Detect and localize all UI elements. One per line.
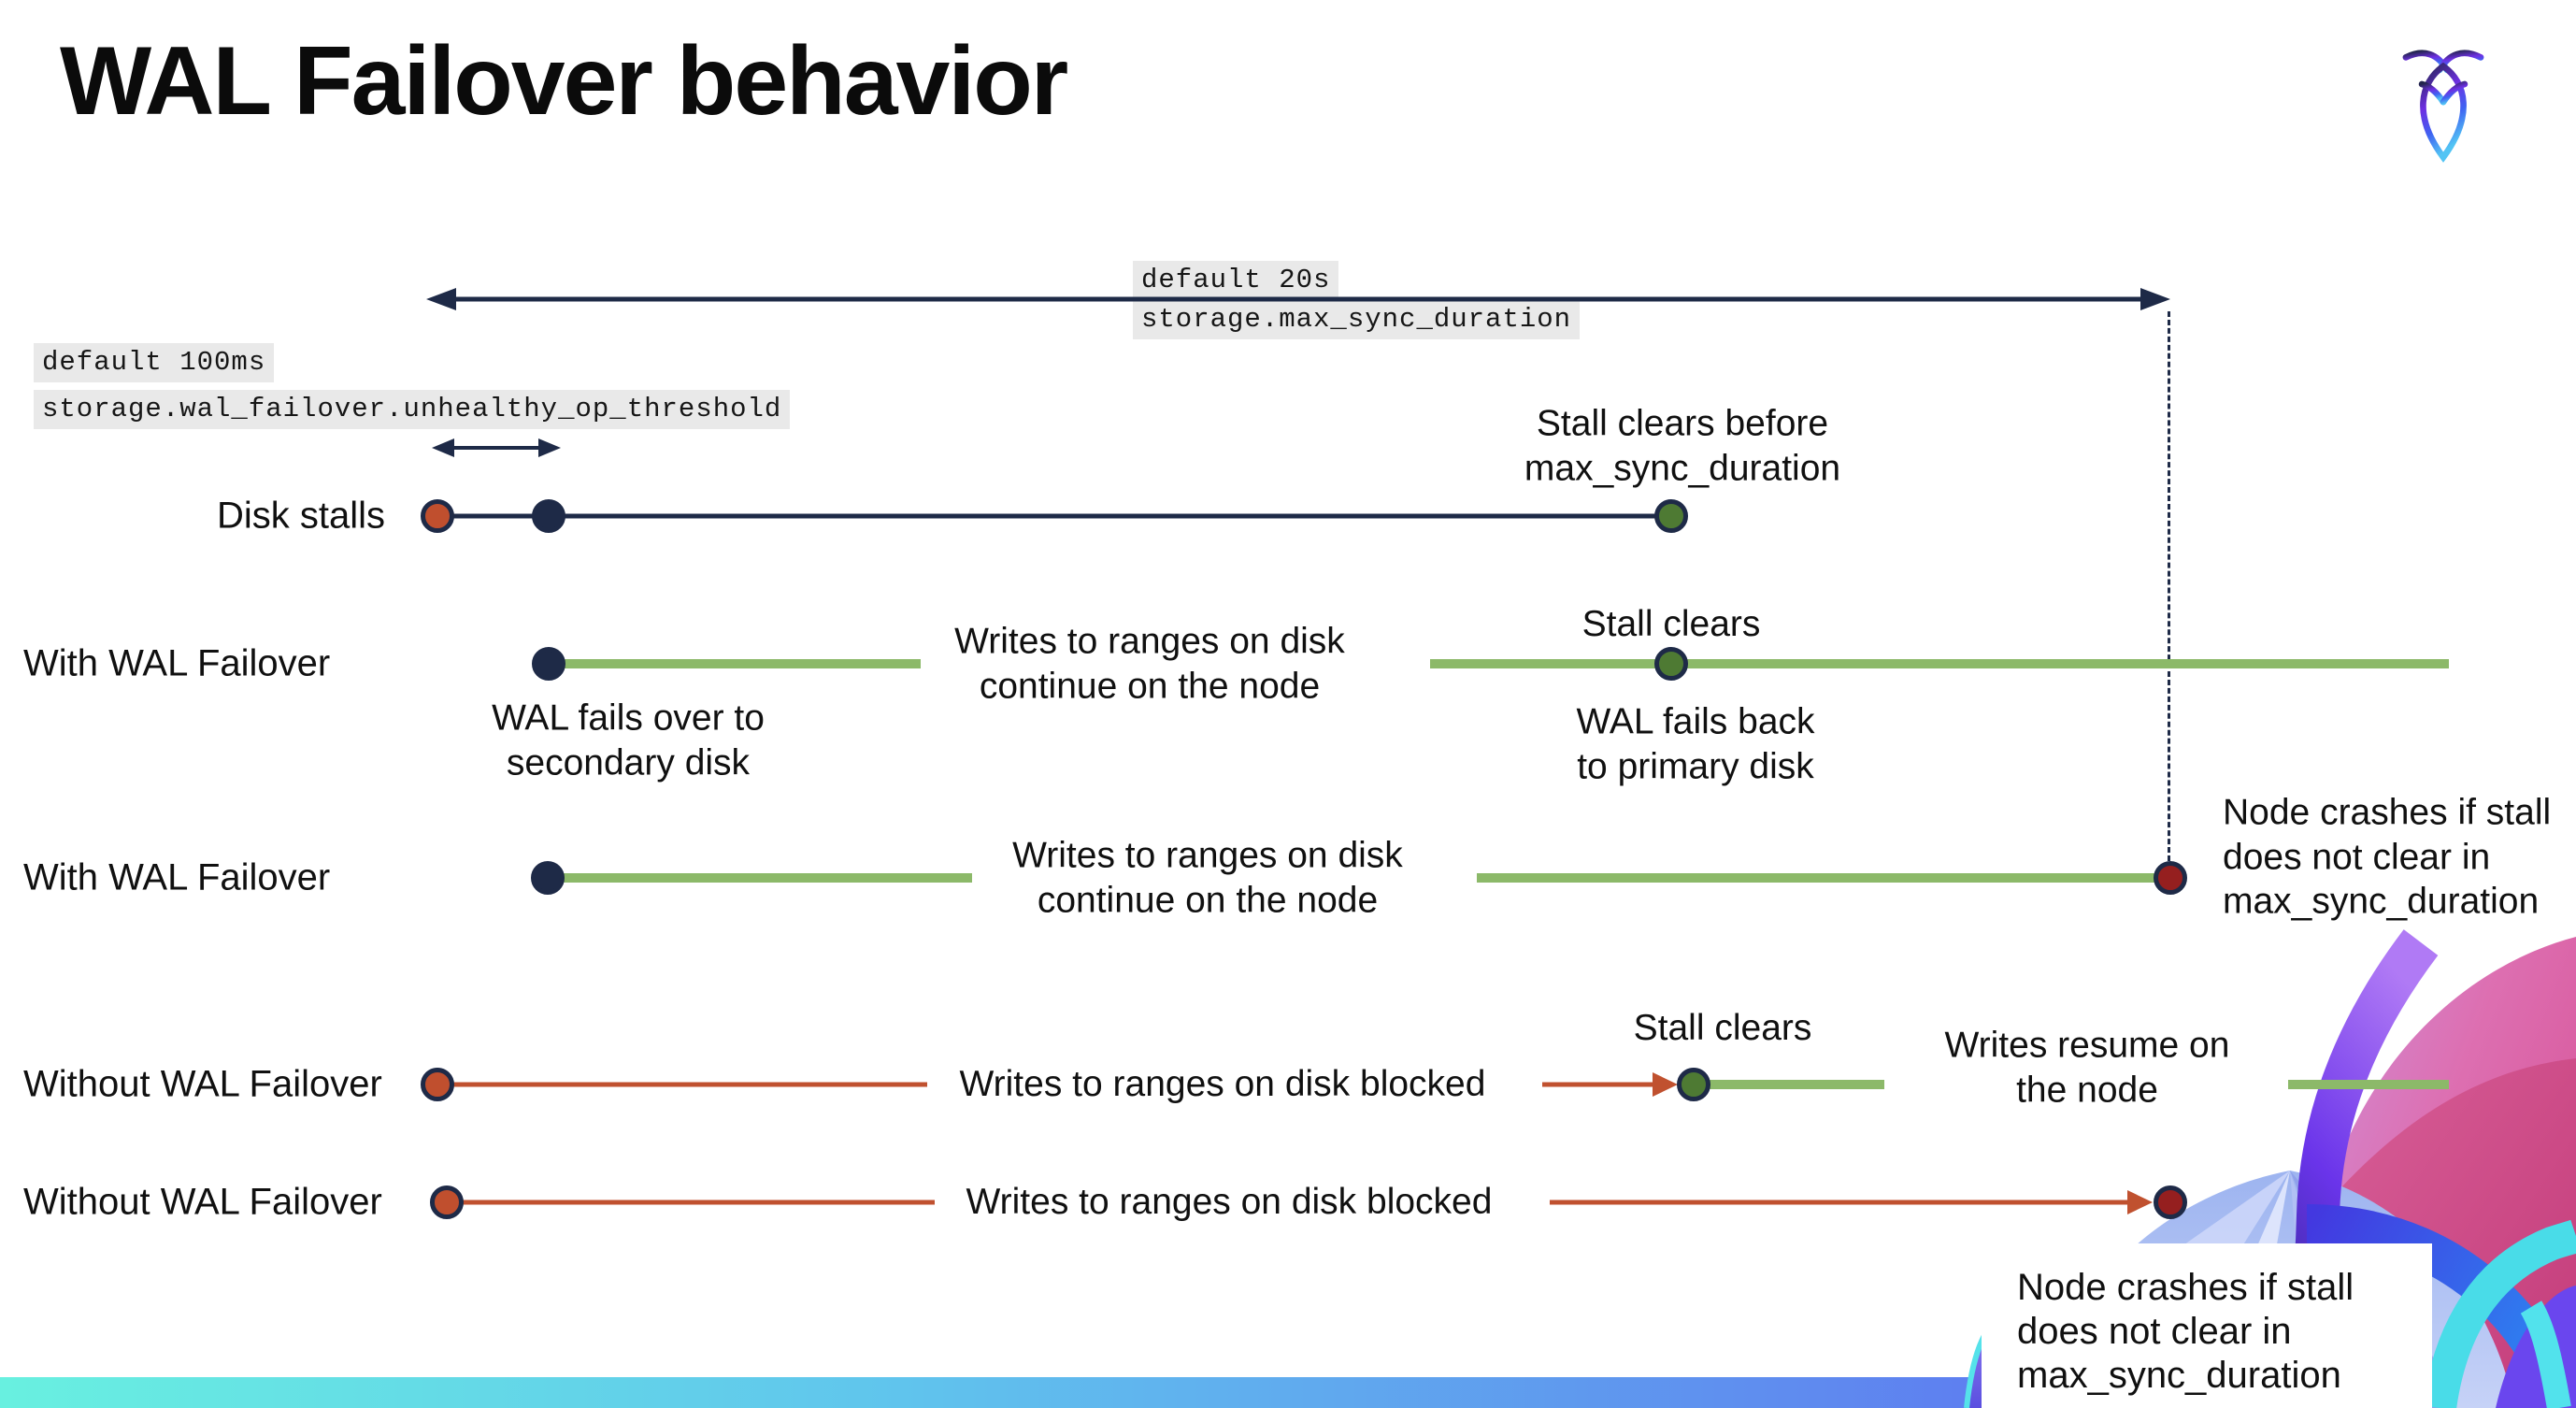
writes-blocked-label-1: Writes to ranges on disk blocked [959,1064,1486,1105]
writes-continue-line-b [1430,659,2449,668]
node-crashes-label-2: Node crashes if stall does not clear in … [2017,1267,2354,1396]
writes-continue-label-1: Writes to ranges on disk continue on the… [954,621,1345,706]
crash-note-box: Node crashes if stall does not clear in … [1982,1243,2432,1408]
failback-dot [1654,647,1688,681]
writes-blocked-line-b [1542,1082,1656,1087]
blocked2-arrowhead-icon [2127,1190,2153,1214]
failover-dot [532,647,565,681]
row-label-with-failover-2: With WAL Failover [23,856,331,898]
writes-continue-label-2: Writes to ranges on disk continue on the… [1012,835,1403,920]
cockroachdb-logo-icon [2402,50,2484,163]
max-sync-deadline-dashed-line [2168,311,2170,861]
stall-start-dot [421,499,454,533]
fails-back-label: WAL fails back to primary disk [1576,701,1815,786]
writes-resume-line-b [2288,1080,2449,1089]
row-label-without-failover-2: Without WAL Failover [23,1181,382,1223]
row-label-with-failover-1: With WAL Failover [23,642,331,684]
stall-clears-before-label: Stall clears before max_sync_duration [1524,403,1841,488]
stall-start-dot-2 [421,1068,454,1101]
threshold-dot [532,499,565,533]
arrow-left-icon [426,288,456,310]
unhealthy-setting-label: storage.wal_failover.unhealthy_op_thresh… [34,390,791,430]
writes-resume-label: Writes resume on the node [1944,1025,2230,1110]
writes-resume-line-a [1710,1080,1884,1089]
row-label-disk-stalls: Disk stalls [216,495,385,537]
threshold-arrow-left-icon [432,438,454,457]
max-sync-default-label: default 20s [1133,261,1339,301]
stall-clears-label-1: Stall clears [1581,604,1761,645]
page-title: WAL Failover behavior [60,27,1068,136]
stall-start-dot-3 [430,1185,464,1219]
threshold-arrow-right-icon [538,438,561,457]
max-sync-duration-arrow-line [441,296,2157,302]
stall-clears-label-2: Stall clears [1633,1008,1812,1049]
row-label-without-failover-1: Without WAL Failover [23,1063,382,1105]
max-sync-setting-label: storage.max_sync_duration [1133,300,1581,340]
writes-blocked-line-a [453,1082,927,1087]
threshold-arrow-line [447,446,542,450]
disk-stalls-line [437,513,1671,519]
node-crashes-label-1: Node crashes if stall does not clear in … [2223,792,2552,922]
writes-blocked2-line-a [463,1200,935,1205]
blocked-arrowhead-icon [1653,1072,1678,1097]
writes-continue2-line-b [1477,873,2157,883]
fails-over-label: WAL fails over to secondary disk [492,697,765,783]
unhealthy-default-label: default 100ms [34,343,275,383]
writes-continue-line-a [565,659,921,668]
writes-continue2-line-a [564,873,972,883]
arrow-right-icon [2140,288,2170,310]
crash-dot-2 [2154,1185,2187,1219]
stall-clears-dot-2 [1677,1068,1710,1101]
crash-dot-1 [2154,861,2187,895]
writes-blocked-label-2: Writes to ranges on disk blocked [966,1182,1493,1223]
writes-blocked2-line-b [1550,1200,2131,1205]
stall-clears-dot [1654,499,1688,533]
failover-dot-2 [531,861,565,895]
